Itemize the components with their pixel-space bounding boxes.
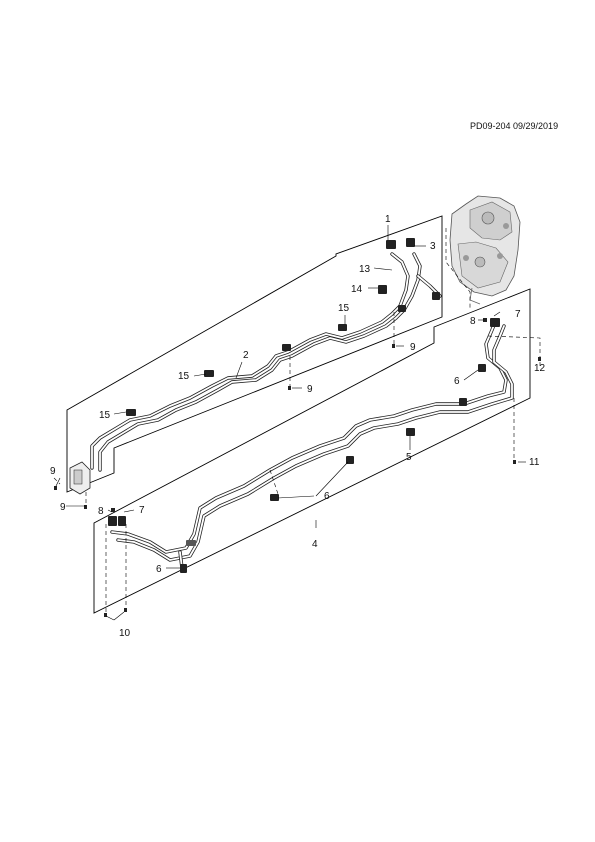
leader-lines (55, 225, 541, 621)
callout-11: 11 (529, 457, 540, 468)
pipe-clips (108, 238, 500, 573)
callout-7-right: 7 (515, 309, 521, 320)
transmission-housing (449, 195, 521, 305)
callout-8-right: 8 (470, 316, 476, 327)
callout-9-middle: 9 (307, 384, 313, 395)
upper-assembly-frame (66, 215, 443, 493)
mounting-bracket (69, 461, 91, 495)
lower-assembly-frame (93, 288, 531, 614)
lower-fuel-pipe (110, 318, 514, 570)
callout-15-lower: 15 (99, 410, 111, 421)
callout-15-upper: 15 (338, 303, 350, 314)
centerlines (53, 228, 541, 612)
callout-labels: 1 3 13 14 15 9 2 15 9 15 9 9 8 7 12 6 5 … (50, 214, 546, 639)
callout-6-middle: 6 (324, 491, 330, 502)
callout-5: 5 (406, 452, 412, 463)
callout-14: 14 (351, 284, 363, 295)
callout-8-left: 8 (98, 506, 104, 517)
callout-9-left: 9 (50, 466, 56, 477)
callout-9-upper-right: 9 (410, 342, 416, 353)
callout-7-left: 7 (139, 505, 145, 516)
callout-13: 13 (359, 264, 371, 275)
callout-1: 1 (385, 214, 391, 225)
callout-2: 2 (243, 350, 249, 361)
callout-3: 3 (430, 241, 436, 252)
document-id: PD09-204 09/29/2019 (470, 121, 559, 131)
upper-fuel-pipe (90, 252, 442, 472)
callout-9-bottom-left: 9 (60, 502, 66, 513)
callout-6-right: 6 (454, 376, 460, 387)
bolts (54, 318, 541, 617)
callout-15-middle: 15 (178, 371, 190, 382)
callout-12: 12 (534, 363, 546, 374)
callout-4: 4 (312, 539, 318, 550)
callout-6-left: 6 (156, 564, 162, 575)
callout-10: 10 (119, 628, 131, 639)
